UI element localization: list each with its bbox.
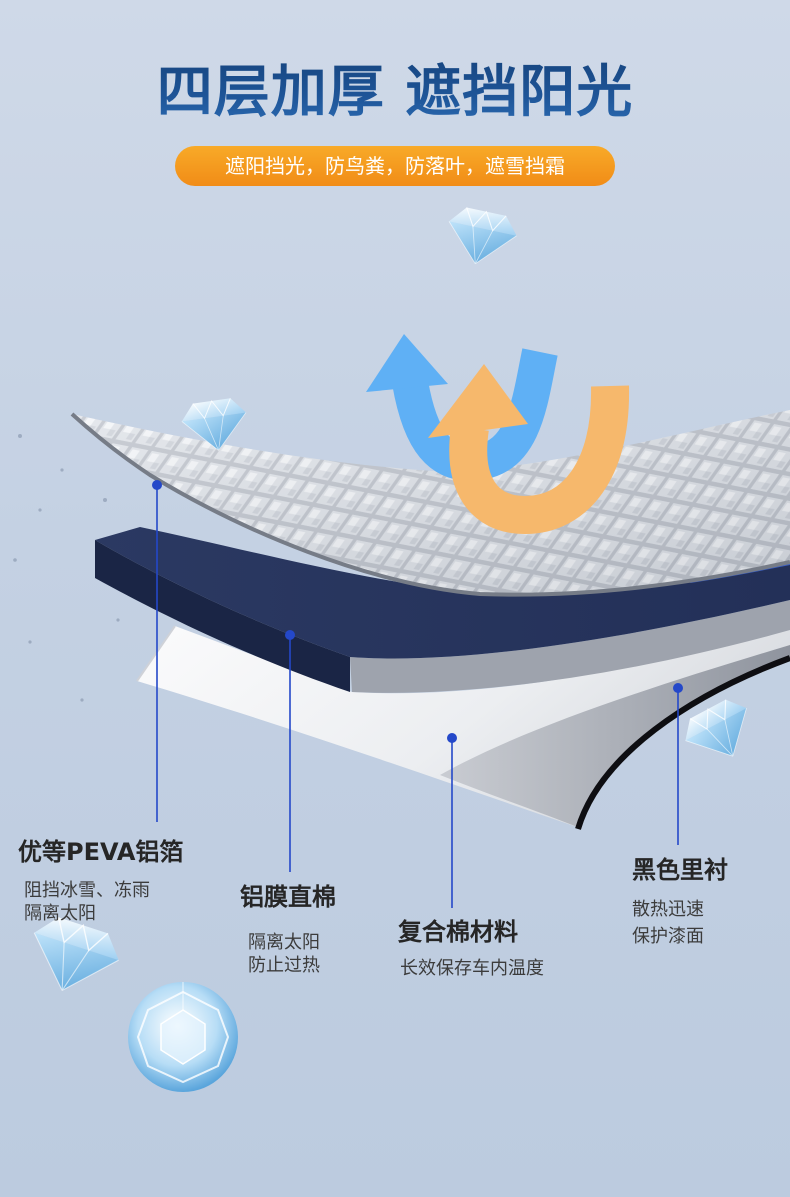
diamond-icon [128, 982, 238, 1092]
callout-black-lining [673, 683, 683, 845]
layer-1-desc-line: 阻挡冰雪、冻雨 [24, 880, 150, 901]
layer-1-desc: 阻挡冰雪、冻雨 隔离太阳 [24, 879, 150, 925]
background-speck [18, 434, 22, 438]
layer-4-desc-line: 散热迅速 [632, 899, 704, 920]
layer-2-name: 铝膜直棉 [240, 883, 336, 911]
blue-arrow-head [366, 334, 448, 392]
background-speck [13, 558, 17, 562]
layer-1-name: 优等PEVA铝箔 [18, 838, 184, 866]
layer-3-name: 复合棉材料 [398, 918, 518, 946]
callout-peva-foil [152, 480, 162, 822]
navy-layer-front [95, 540, 350, 692]
diamond-icon [19, 910, 127, 1005]
callout-composite-cotton [447, 733, 457, 908]
orange-arrow-head [428, 364, 528, 438]
navy-layer-top [95, 527, 790, 659]
background-speck [116, 618, 120, 622]
layer-3-desc: 长效保存车内温度 [400, 957, 544, 981]
black-lining-layer [575, 655, 790, 830]
page-title: 四层加厚 遮挡阳光 [0, 56, 790, 130]
feature-tagline: 遮阳挡光，防鸟粪，防落叶，遮雪挡霜 [175, 146, 615, 186]
layer-2-desc-line: 隔离太阳 [248, 932, 320, 953]
background-speck [28, 640, 32, 644]
white-layer-edge [136, 625, 176, 682]
background-speck [80, 698, 84, 702]
background-specks [13, 434, 120, 702]
diamond-icon [440, 203, 521, 272]
background-speck [38, 508, 42, 512]
orange-arrow-body [449, 385, 630, 535]
layer-4-desc: 散热迅速 保护漆面 [632, 896, 704, 950]
reflect-arrow-icon [428, 364, 630, 535]
layer-4-desc-line: 保护漆面 [632, 926, 704, 947]
layer-2-desc: 隔离太阳 防止过热 [248, 931, 320, 977]
layer-3-desc-line: 长效保存车内温度 [400, 958, 544, 979]
inner-gray-fold [440, 645, 790, 828]
background-speck [103, 498, 107, 502]
white-cotton-layer [137, 626, 790, 828]
layer-2-desc-line: 防止过热 [248, 955, 320, 976]
callout-aluminum-cotton [285, 630, 295, 872]
background-speck [60, 468, 64, 472]
peva-foil-edge [70, 412, 790, 597]
aluminum-film-band [350, 600, 790, 693]
layer-1-desc-line: 隔离太阳 [24, 903, 96, 924]
layer-4-name: 黑色里衬 [632, 856, 728, 884]
